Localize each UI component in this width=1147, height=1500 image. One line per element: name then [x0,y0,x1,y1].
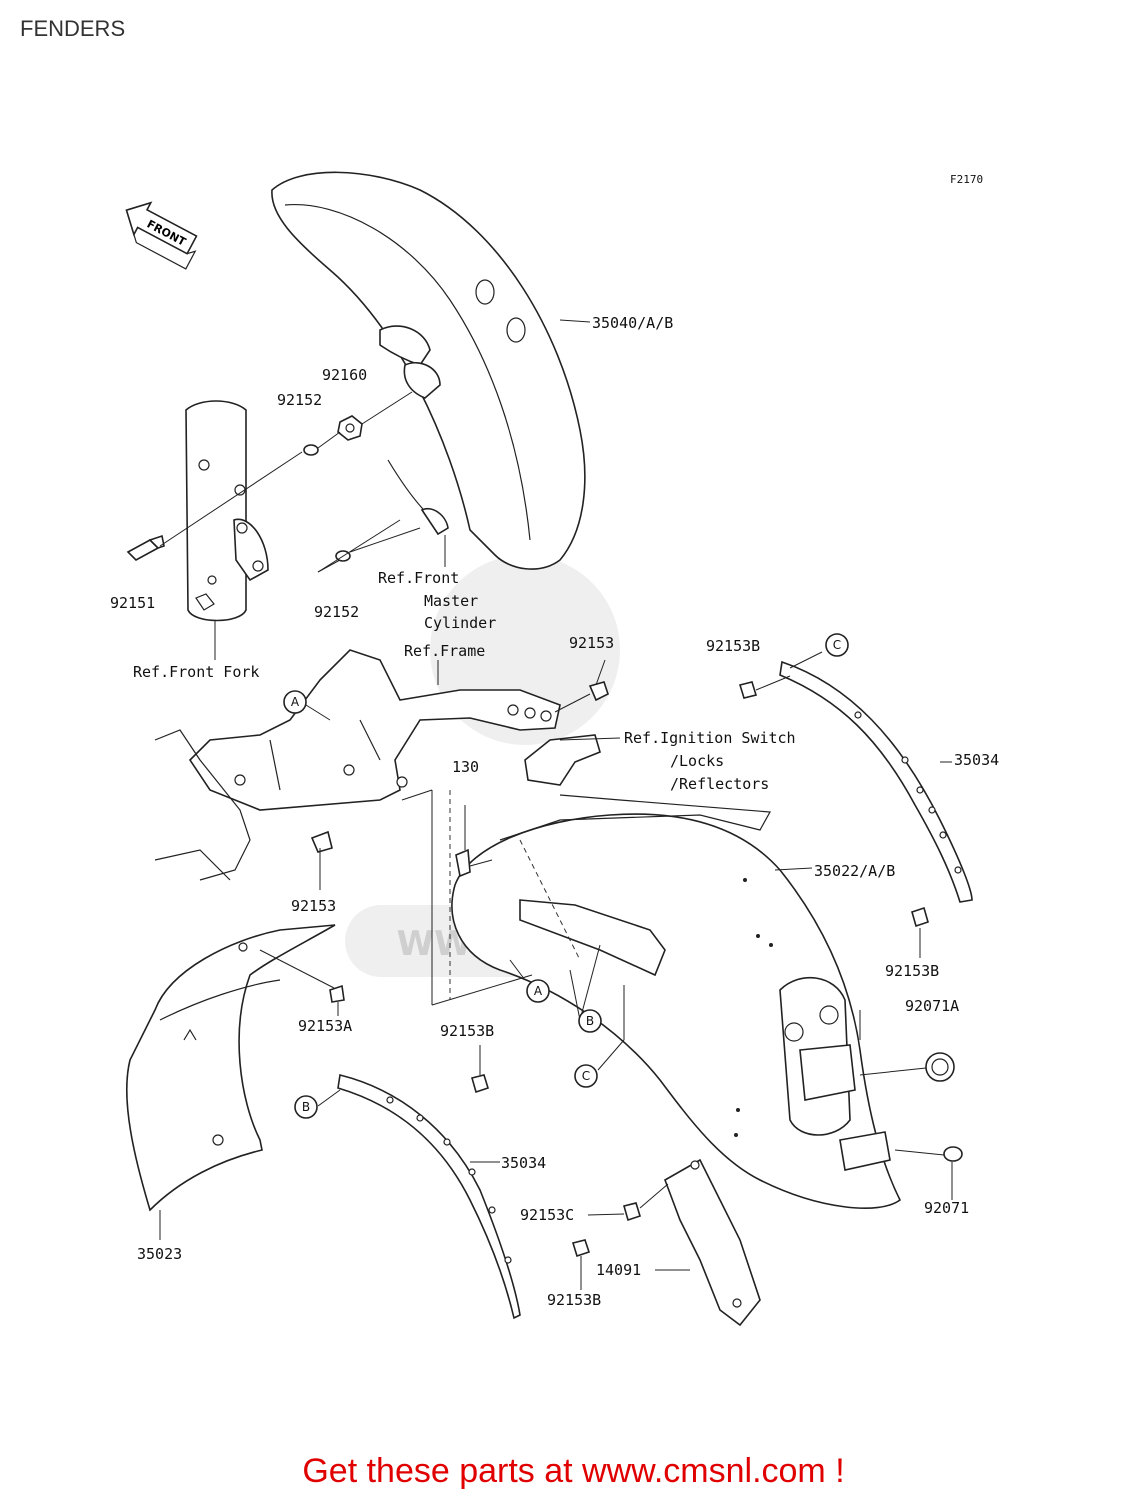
front-fork [185,400,269,622]
callout-b: B [302,1100,310,1114]
rear-bolts [310,830,493,878]
part-label: 92151 [110,594,155,612]
ref-label: /Reflectors [670,775,769,793]
callout-c: C [833,638,841,652]
part-label: 92153 [291,897,336,915]
ref-label: Cylinder [424,614,496,632]
grommets [859,1052,963,1162]
footer-cta[interactable]: Get these parts at www.cmsnl.com ! [302,1452,845,1490]
diagram-code: F2170 [950,173,983,186]
leader-lines [159,319,953,1290]
part-label: 92153A [298,1017,352,1035]
ref-label: Ref.Ignition Switch [624,729,796,747]
callout-b: B [586,1014,594,1028]
fender-strip-right [738,660,973,928]
part-label: 92071 [924,1199,969,1217]
front-fender [271,171,586,570]
callout-c: C [582,1069,590,1083]
front-hardware [126,391,449,562]
side-cover [125,924,345,1212]
part-label: 92153B [706,637,760,655]
part-label: 35040/A/B [592,314,673,332]
part-labels: 35040/A/B 92160 92152 92151 92152 92153 … [110,314,999,1309]
part-label: 92152 [314,603,359,621]
part-label: 92153C [520,1206,574,1224]
callouts: A C A B C B [283,633,849,1119]
ref-label: Ref.Frame [404,642,485,660]
ref-label: Ref.Front Fork [133,663,259,681]
part-label: 35023 [137,1245,182,1263]
callout-a: A [534,984,543,998]
license-bracket [639,1158,761,1327]
part-label: 92153B [885,962,939,980]
callout-a: A [291,695,300,709]
part-label: 35022/A/B [814,862,895,880]
part-label: 92153 [569,634,614,652]
part-label: 14091 [596,1261,641,1279]
rear-fender [449,790,902,1209]
frame [154,649,609,881]
part-label: 130 [452,758,479,776]
ref-label: Master [424,592,478,610]
part-label: 35034 [954,751,999,769]
part-label: 92160 [322,366,367,384]
part-label: 92152 [277,391,322,409]
page-title: FENDERS [20,16,126,41]
part-label: 35034 [501,1154,546,1172]
front-arrow-icon: FRONT [125,201,198,270]
part-label: 92071A [905,997,959,1015]
part-label: 92153B [547,1291,601,1309]
ignition-switch-bracket [524,734,601,786]
ref-labels: Ref.Front Master Cylinder Ref.Front Fork… [133,569,796,793]
ref-label: /Locks [670,752,724,770]
part-label: 92153B [440,1022,494,1040]
ref-label: Ref.Front [378,569,459,587]
fender-strip-lower [337,1074,641,1320]
